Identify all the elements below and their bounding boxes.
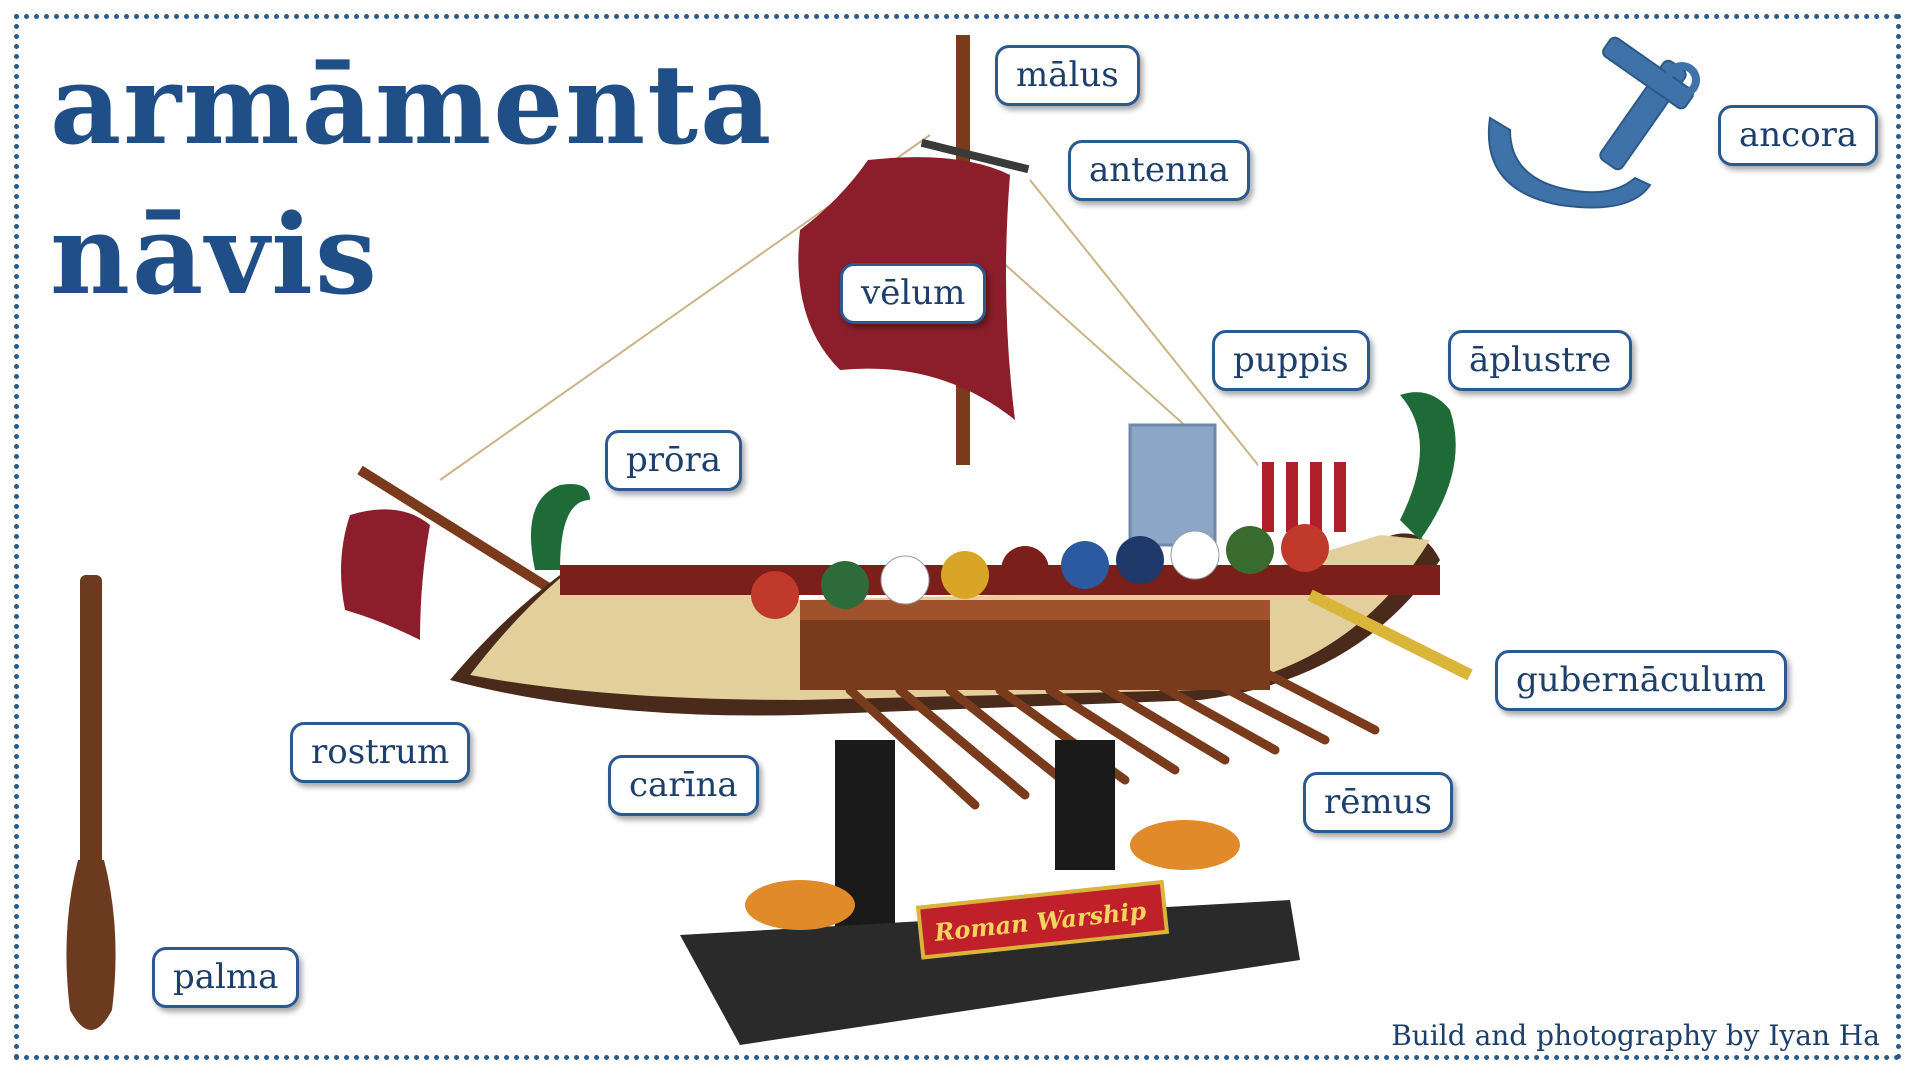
title-line-1: armāmenta [50, 40, 774, 169]
bow-sail [341, 509, 430, 640]
oar-illustration [66, 575, 116, 1030]
bowsprit [357, 465, 563, 600]
striped-tent [1258, 462, 1353, 532]
rudder [1307, 589, 1473, 681]
label-gubernaculum: gubernāculum [1495, 650, 1787, 712]
anchor-illustration [1487, 36, 1700, 209]
label-velum: vēlum [840, 263, 987, 325]
label-rostrum: rostrum [290, 722, 471, 784]
shields [751, 524, 1329, 619]
ship-hull [450, 392, 1456, 716]
display-stand [680, 740, 1300, 1045]
photo-credit: Build and photography by Iyan Ha [1391, 1019, 1880, 1052]
label-puppis: puppis [1212, 330, 1370, 392]
label-malus: mālus [995, 45, 1140, 107]
label-carina: carīna [608, 755, 759, 817]
label-ancora: ancora [1718, 105, 1879, 167]
title-line-2: nāvis [50, 190, 379, 319]
label-remus: rēmus [1303, 772, 1453, 834]
label-prora: prōra [605, 430, 743, 492]
label-palma: palma [152, 947, 300, 1009]
label-aplustre: āplustre [1448, 330, 1633, 392]
label-antenna: antenna [1068, 140, 1251, 202]
tiger-left [745, 880, 855, 930]
page-border [14, 14, 1901, 1060]
tower [1128, 423, 1217, 547]
tiger-right [1130, 820, 1240, 870]
